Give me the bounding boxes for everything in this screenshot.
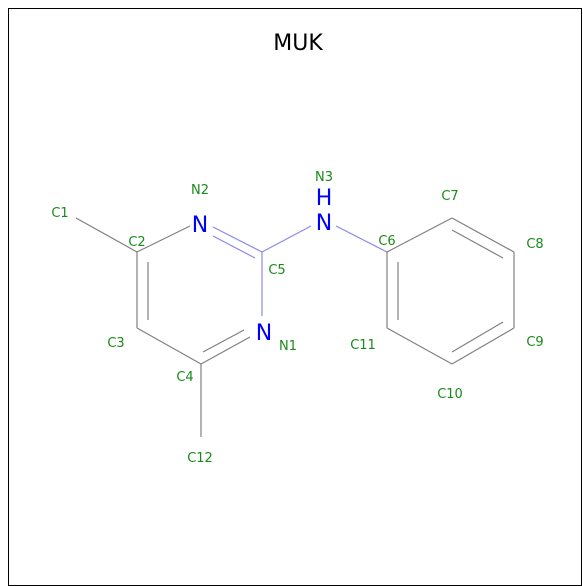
label-c12: C12 [187, 451, 213, 466]
label-c1: C1 [51, 206, 68, 221]
bond-c6-c7 [386, 217, 453, 253]
atom-labels: C1 C2 N2 C5 N3 C6 C7 C8 C9 C10 C11 N1 C3… [51, 170, 543, 466]
bond-n2-c5 [212, 226, 263, 253]
atom-n3-hydrogen: H [316, 186, 333, 211]
label-n3: N3 [315, 170, 333, 185]
label-c8: C8 [526, 237, 543, 252]
atom-n1: N [256, 321, 272, 346]
bond-c10-c11 [386, 327, 453, 365]
bond-c4-c3 [136, 327, 202, 365]
label-n2: N2 [191, 183, 209, 198]
bond-n2-c5-inner [212, 235, 256, 259]
bond-c9-c10 [451, 327, 515, 365]
label-c6: C6 [378, 234, 395, 249]
bond-n3-c6 [335, 225, 388, 253]
bond-c7-c8-inner [451, 229, 504, 259]
molecule-title: MUK [273, 31, 323, 56]
bond-c5-n3 [261, 225, 312, 253]
bond-c2-n2 [136, 225, 191, 253]
bond-n1-c4-inner [202, 329, 245, 353]
label-c9: C9 [526, 335, 543, 350]
label-c7: C7 [441, 189, 458, 204]
label-c11: C11 [350, 338, 376, 353]
bond-c1-c2 [75, 217, 138, 253]
label-c4: C4 [176, 370, 193, 385]
bond-c9-c10-inner [451, 321, 504, 353]
heteroatom-symbols: N N H N [192, 186, 333, 346]
label-n1: N1 [279, 339, 297, 354]
bond-n1-c4 [200, 336, 251, 365]
atom-n2: N [192, 213, 208, 238]
label-c2: C2 [128, 235, 145, 250]
bonds [75, 217, 515, 437]
label-c3: C3 [107, 336, 124, 351]
label-c10: C10 [437, 387, 463, 402]
bond-c7-c8 [451, 217, 515, 253]
atom-n3: N [316, 211, 332, 236]
diagram-frame [8, 8, 582, 586]
label-c5: C5 [268, 263, 285, 278]
